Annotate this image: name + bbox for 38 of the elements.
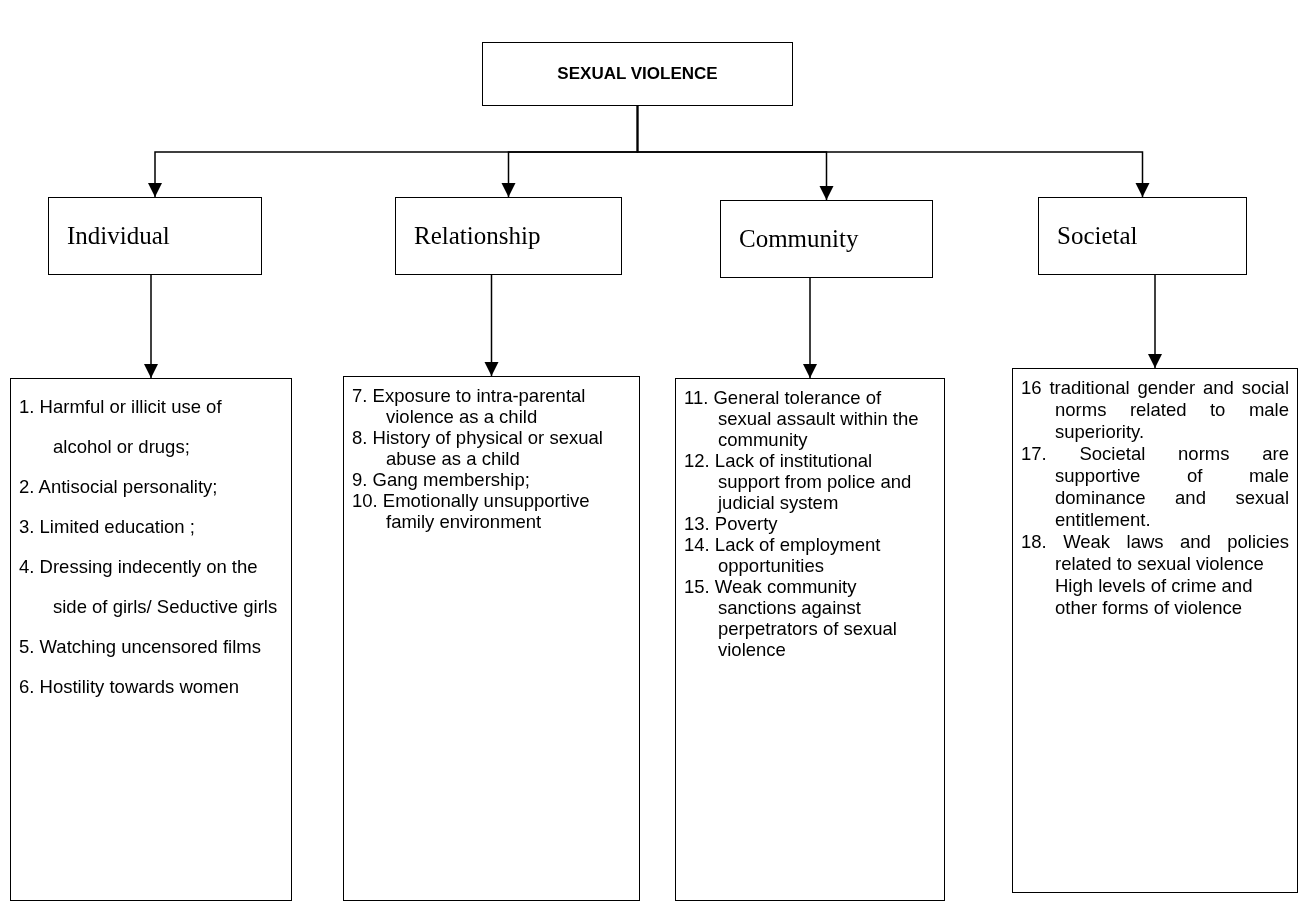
category-box (48, 197, 262, 275)
list-item: 1. Harmful or illicit use of alcohol or drugs; (19, 395, 223, 459)
box-label: Individual (67, 222, 170, 250)
box-label: Societal (1057, 222, 1138, 250)
list-item: 13. Poverty (684, 513, 779, 534)
list-item: 9. Gang membership; (352, 469, 531, 490)
list-item: 5. Watching uncensored films (19, 635, 262, 659)
list-item: 8. History of physical or sexual abuse as a child (352, 427, 604, 469)
arrow (484, 274, 499, 377)
list-box (1012, 368, 1298, 893)
arrow (1148, 274, 1162, 369)
arrow (803, 277, 817, 379)
list-item: 10. Emotionally unsupportive family environment (352, 490, 591, 532)
category-box (1038, 197, 1247, 275)
list-item: 17. Societal norms are supportive of male dominance and sexual entitlement. (1021, 443, 1289, 531)
list-item: 7. Exposure to intra-parental violence as a child (352, 385, 587, 427)
list-box (10, 378, 292, 901)
category-box (720, 200, 933, 278)
list-item: 12. Lack of institutional support from police and judicial system (684, 450, 913, 513)
list-item: 11. General tolerance of sexual assault within the community (684, 387, 920, 450)
list-item: High levels of crime and other forms of violence (1054, 575, 1254, 619)
arrow (636, 105, 1150, 198)
list-box (343, 376, 640, 901)
box-label: SEXUAL VIOLENCE (557, 64, 718, 84)
list-item: 15. Weak community sanctions against perpetrators of sexual violence (684, 576, 898, 660)
list-item: 6. Hostility towards women (19, 675, 241, 699)
list-item: 16 traditional gender and social norms related to male superiority. (1021, 377, 1289, 443)
arrow (144, 274, 158, 379)
category-box (395, 197, 622, 275)
list-item: 18. Weak laws and policies related to sexual violence (1021, 531, 1289, 575)
list-box (675, 378, 945, 901)
box-label: Community (739, 225, 859, 253)
box-label: Relationship (414, 222, 541, 250)
list-item: 14. Lack of employment opportunities (684, 534, 882, 576)
title-box (482, 42, 793, 106)
list-item: 4. Dressing indecently on the side of girls/ Seductive girls (19, 555, 279, 619)
list-item: 2. Antisocial personality; (19, 475, 219, 499)
list-item: 3. Limited education ; (19, 515, 196, 539)
